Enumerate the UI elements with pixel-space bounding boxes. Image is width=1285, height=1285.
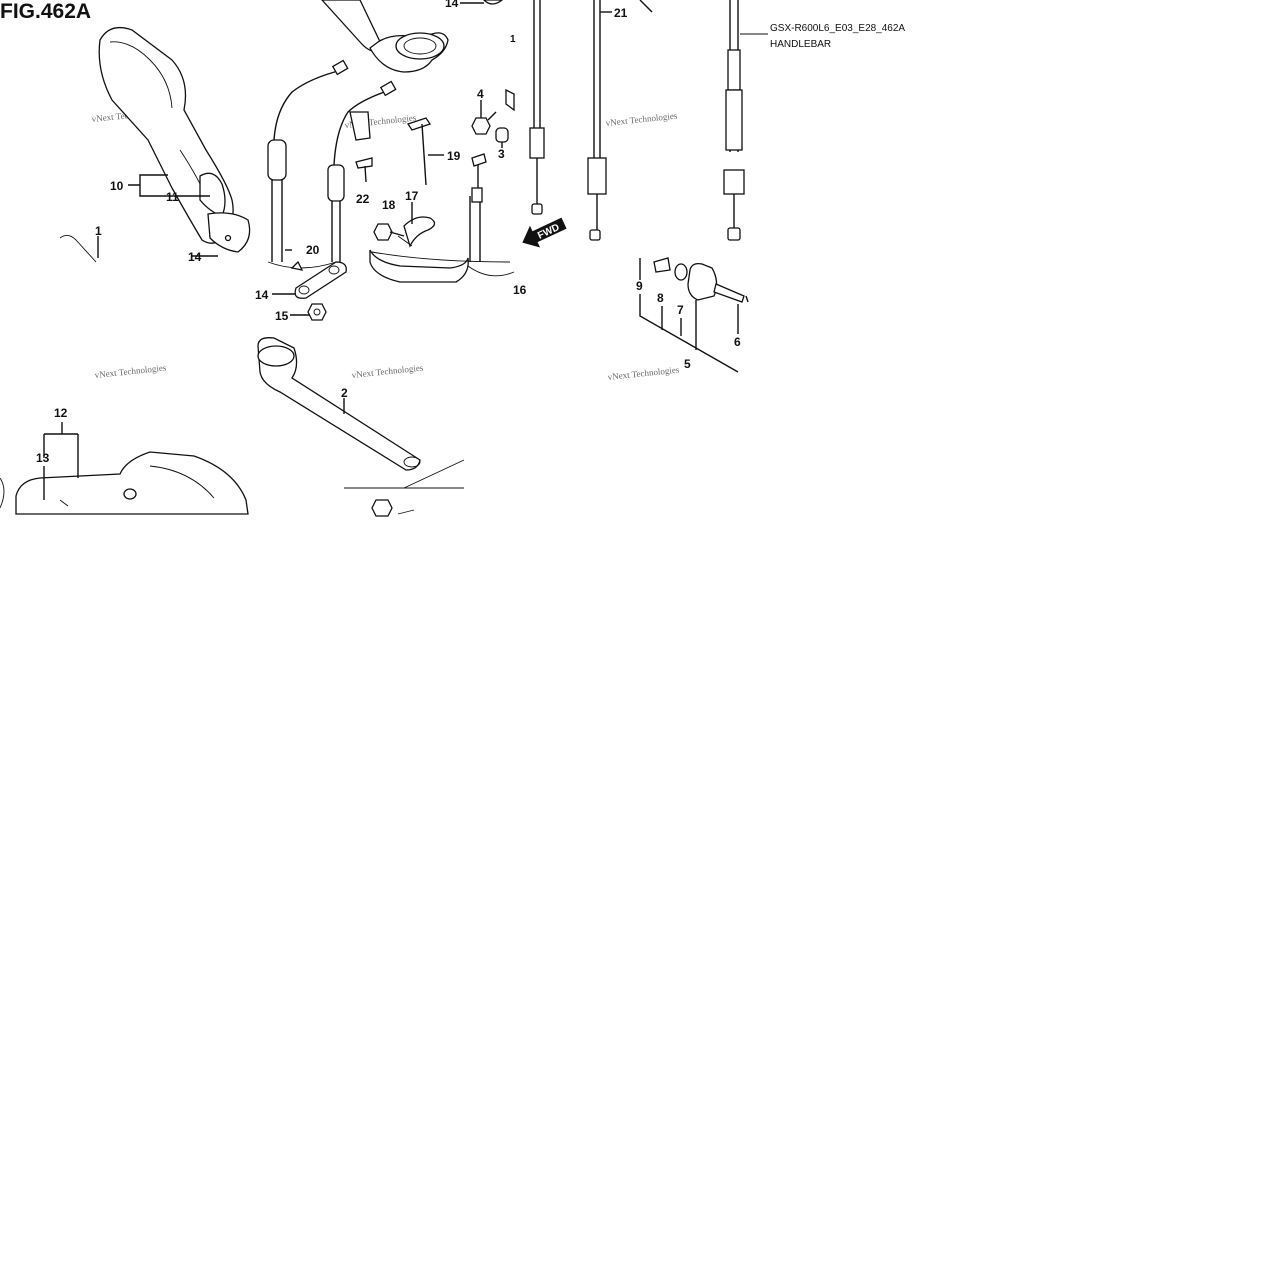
figure-code: GSX-R600L6_E03_E28_462A <box>770 23 905 34</box>
callout-16: 16 <box>513 283 527 297</box>
figure-name: HANDLEBAR <box>770 39 831 50</box>
bracket-17 <box>397 216 436 248</box>
callout-17: 17 <box>405 189 419 203</box>
watermark-3: vNext Technologies <box>605 110 678 128</box>
forward-label: FWD <box>536 222 561 242</box>
bolt-22 <box>355 157 373 183</box>
cable-guide-plate <box>294 261 347 299</box>
figure-title: FIG.462A <box>0 0 91 23</box>
upper-handlebar-clamp <box>321 0 504 73</box>
balancer-weight-assembly <box>653 257 749 303</box>
choke-cable <box>587 0 653 241</box>
callout-12: 12 <box>54 406 68 420</box>
callout-9: 9 <box>636 279 643 293</box>
watermark-6: vNext Technologies <box>607 364 680 382</box>
callout-labels: 1 1 2 3 4 5 6 7 8 9 10 11 12 13 14 14 14… <box>36 0 741 465</box>
callout-19: 19 <box>447 149 461 163</box>
bracket-edge <box>505 88 515 112</box>
callout-14-low: 14 <box>255 288 269 302</box>
callout-7: 7 <box>677 303 684 317</box>
bolt-18 <box>373 223 405 241</box>
callout-13: 13 <box>36 451 50 465</box>
callout-11: 11 <box>166 190 179 204</box>
clutch-grip-assembly <box>0 451 249 515</box>
callout-3: 3 <box>498 147 505 161</box>
throttle-grip-assembly <box>59 26 251 263</box>
watermark-5: vNext Technologies <box>351 362 424 380</box>
callout-22: 22 <box>356 192 370 206</box>
callout-5: 5 <box>684 357 691 371</box>
callout-6: 6 <box>734 335 741 349</box>
callout-8: 8 <box>657 291 664 305</box>
forward-direction-badge: FWD <box>522 217 567 248</box>
throttle-cables <box>267 59 397 271</box>
callout-20: 20 <box>306 243 320 257</box>
callout-1-top: 1 <box>510 34 516 45</box>
lever-guard-16 <box>369 153 515 283</box>
callout-1: 1 <box>95 224 102 238</box>
callout-21: 21 <box>614 6 628 20</box>
callout-18: 18 <box>382 198 396 212</box>
brake-cable <box>723 0 745 241</box>
cable-pin-19 <box>406 117 432 186</box>
watermark-4: vNext Technologies <box>94 362 167 380</box>
collar-3 <box>495 127 509 143</box>
bolt-4 <box>471 111 497 135</box>
callout-10: 10 <box>110 179 124 193</box>
callout-2: 2 <box>341 386 348 400</box>
leader-lines <box>43 2 739 500</box>
guide-nut <box>307 303 327 321</box>
handlebar-2 <box>257 337 465 517</box>
callout-4: 4 <box>477 87 484 101</box>
clutch-cable <box>529 0 545 215</box>
callout-14-top: 14 <box>445 0 459 10</box>
callout-15: 15 <box>275 309 289 323</box>
callout-14-mid: 14 <box>188 250 202 264</box>
